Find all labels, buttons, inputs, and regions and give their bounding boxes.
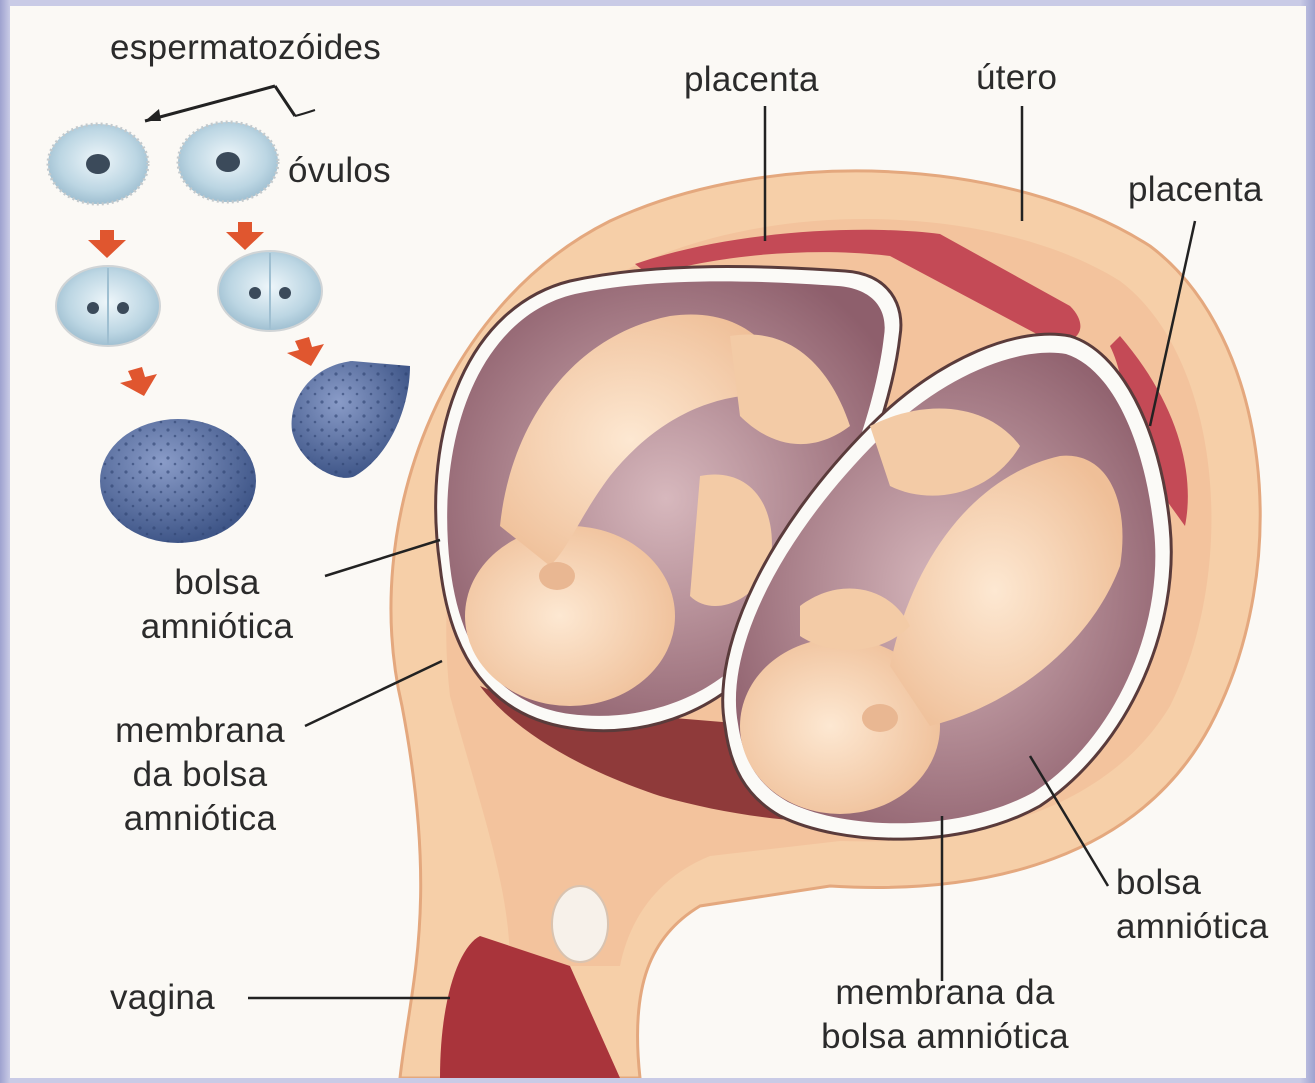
twin-pregnancy-illustration <box>10 6 1306 1078</box>
label-membrana-bottom-line2: bolsa amniótica <box>785 1015 1105 1059</box>
label-bolsa-left-line1: bolsa <box>122 561 312 605</box>
label-vagina: vagina <box>110 976 215 1020</box>
arrow-down-icon <box>88 230 126 258</box>
label-membrana-left-line2: da bolsa <box>90 753 310 797</box>
arrow-down-icon <box>226 222 264 250</box>
label-membrana-left-line3: amniótica <box>90 797 310 841</box>
label-utero: útero <box>976 56 1057 100</box>
arrow-down-icon <box>120 367 157 396</box>
label-membrana-bottom-line1: membrana da <box>785 971 1105 1015</box>
label-membrana-left-line1: membrana <box>90 709 310 753</box>
label-bolsa-right-line2: amniótica <box>1116 905 1269 949</box>
diagram-canvas: espermatozóides óvulos placenta útero pl… <box>10 6 1306 1078</box>
label-bolsa-right-line1: bolsa <box>1116 861 1201 905</box>
label-placenta-right: placenta <box>1128 168 1263 212</box>
label-ovulos: óvulos <box>288 149 391 193</box>
arrow-down-icon <box>287 337 324 366</box>
label-espermatozoides: espermatozóides <box>110 26 381 70</box>
label-placenta-top: placenta <box>684 58 819 102</box>
label-bolsa-left-line2: amniótica <box>122 605 312 649</box>
